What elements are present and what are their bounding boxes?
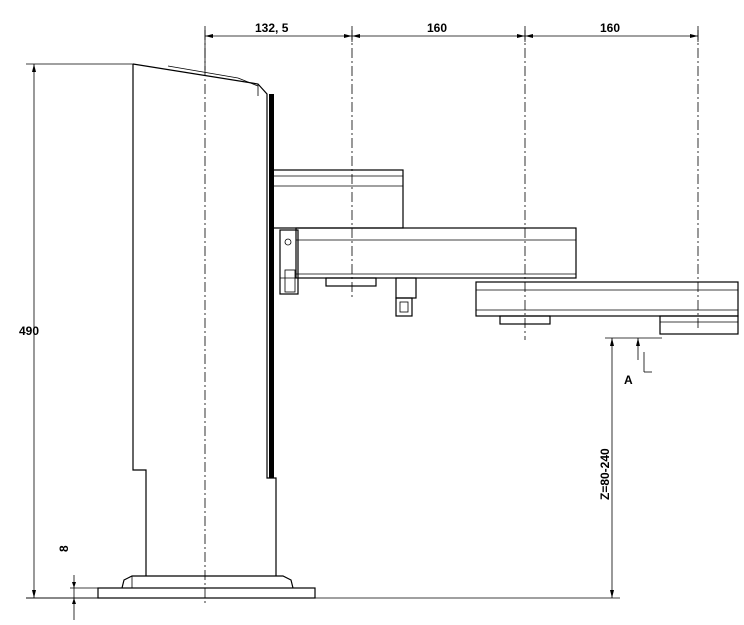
base-column xyxy=(132,63,277,576)
dim-label-base-thickness: 8 xyxy=(57,545,71,552)
arm-2 xyxy=(475,281,739,335)
detail-marker-a: A xyxy=(624,338,652,387)
stroke-dimension: Z=80-240 xyxy=(598,337,662,598)
dim-label-z-stroke: Z=80-240 xyxy=(598,448,612,500)
arm-1 xyxy=(295,227,577,317)
dim-label-arm1-length: 160 xyxy=(427,21,447,35)
dim-label-arm2-length: 160 xyxy=(600,21,620,35)
dim-label-total-height: 490 xyxy=(19,324,39,338)
shoulder-block xyxy=(271,169,404,229)
dim-label-base-to-joint1: 132, 5 xyxy=(255,21,289,35)
carriage-bracket xyxy=(279,229,299,295)
detail-label-a: A xyxy=(624,373,633,387)
axis-center-lines xyxy=(204,30,699,606)
base-plate xyxy=(97,575,316,599)
top-dimension-chain: 132, 5 160 160 xyxy=(204,21,699,70)
height-dimension: 490 xyxy=(19,63,133,599)
base-thickness-dimension: 8 xyxy=(57,545,100,620)
